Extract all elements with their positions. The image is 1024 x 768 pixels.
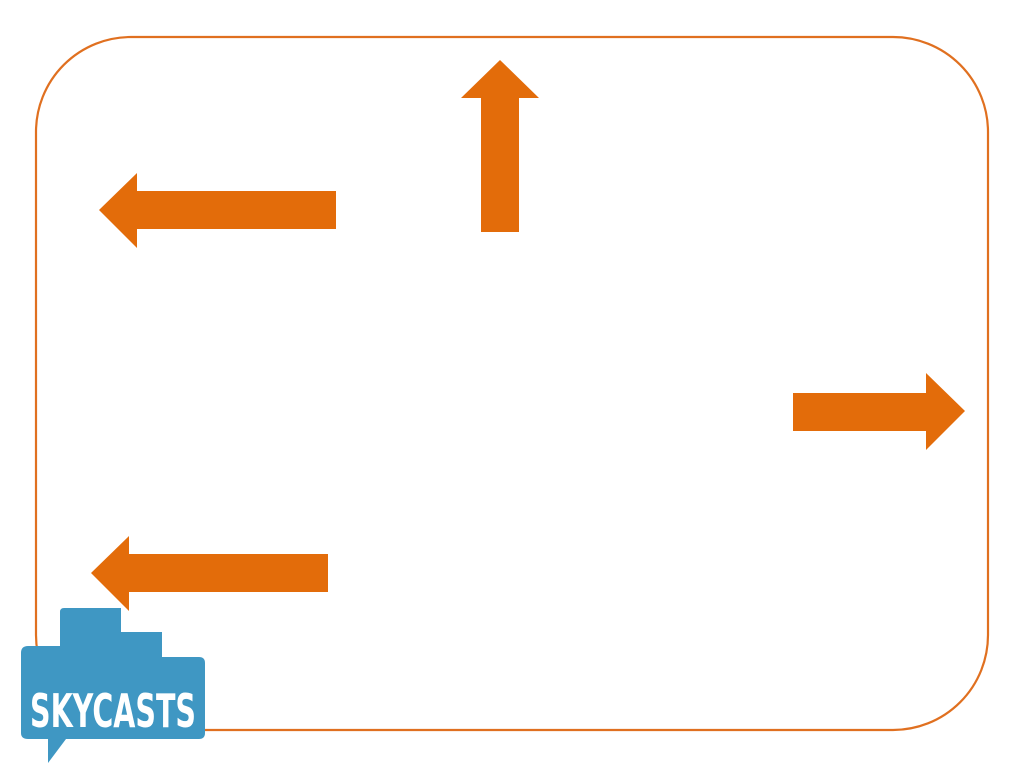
logo-text: SKYCASTS: [30, 684, 196, 738]
arrow-left-top: [99, 173, 336, 248]
arrow-left-bottom: [91, 536, 328, 611]
logo-bubble: [21, 608, 205, 763]
arrow-up: [461, 60, 539, 232]
skycasts-logo: SKYCASTS: [21, 608, 205, 763]
rounded-frame: [34, 35, 990, 732]
arrow-right: [793, 373, 965, 450]
